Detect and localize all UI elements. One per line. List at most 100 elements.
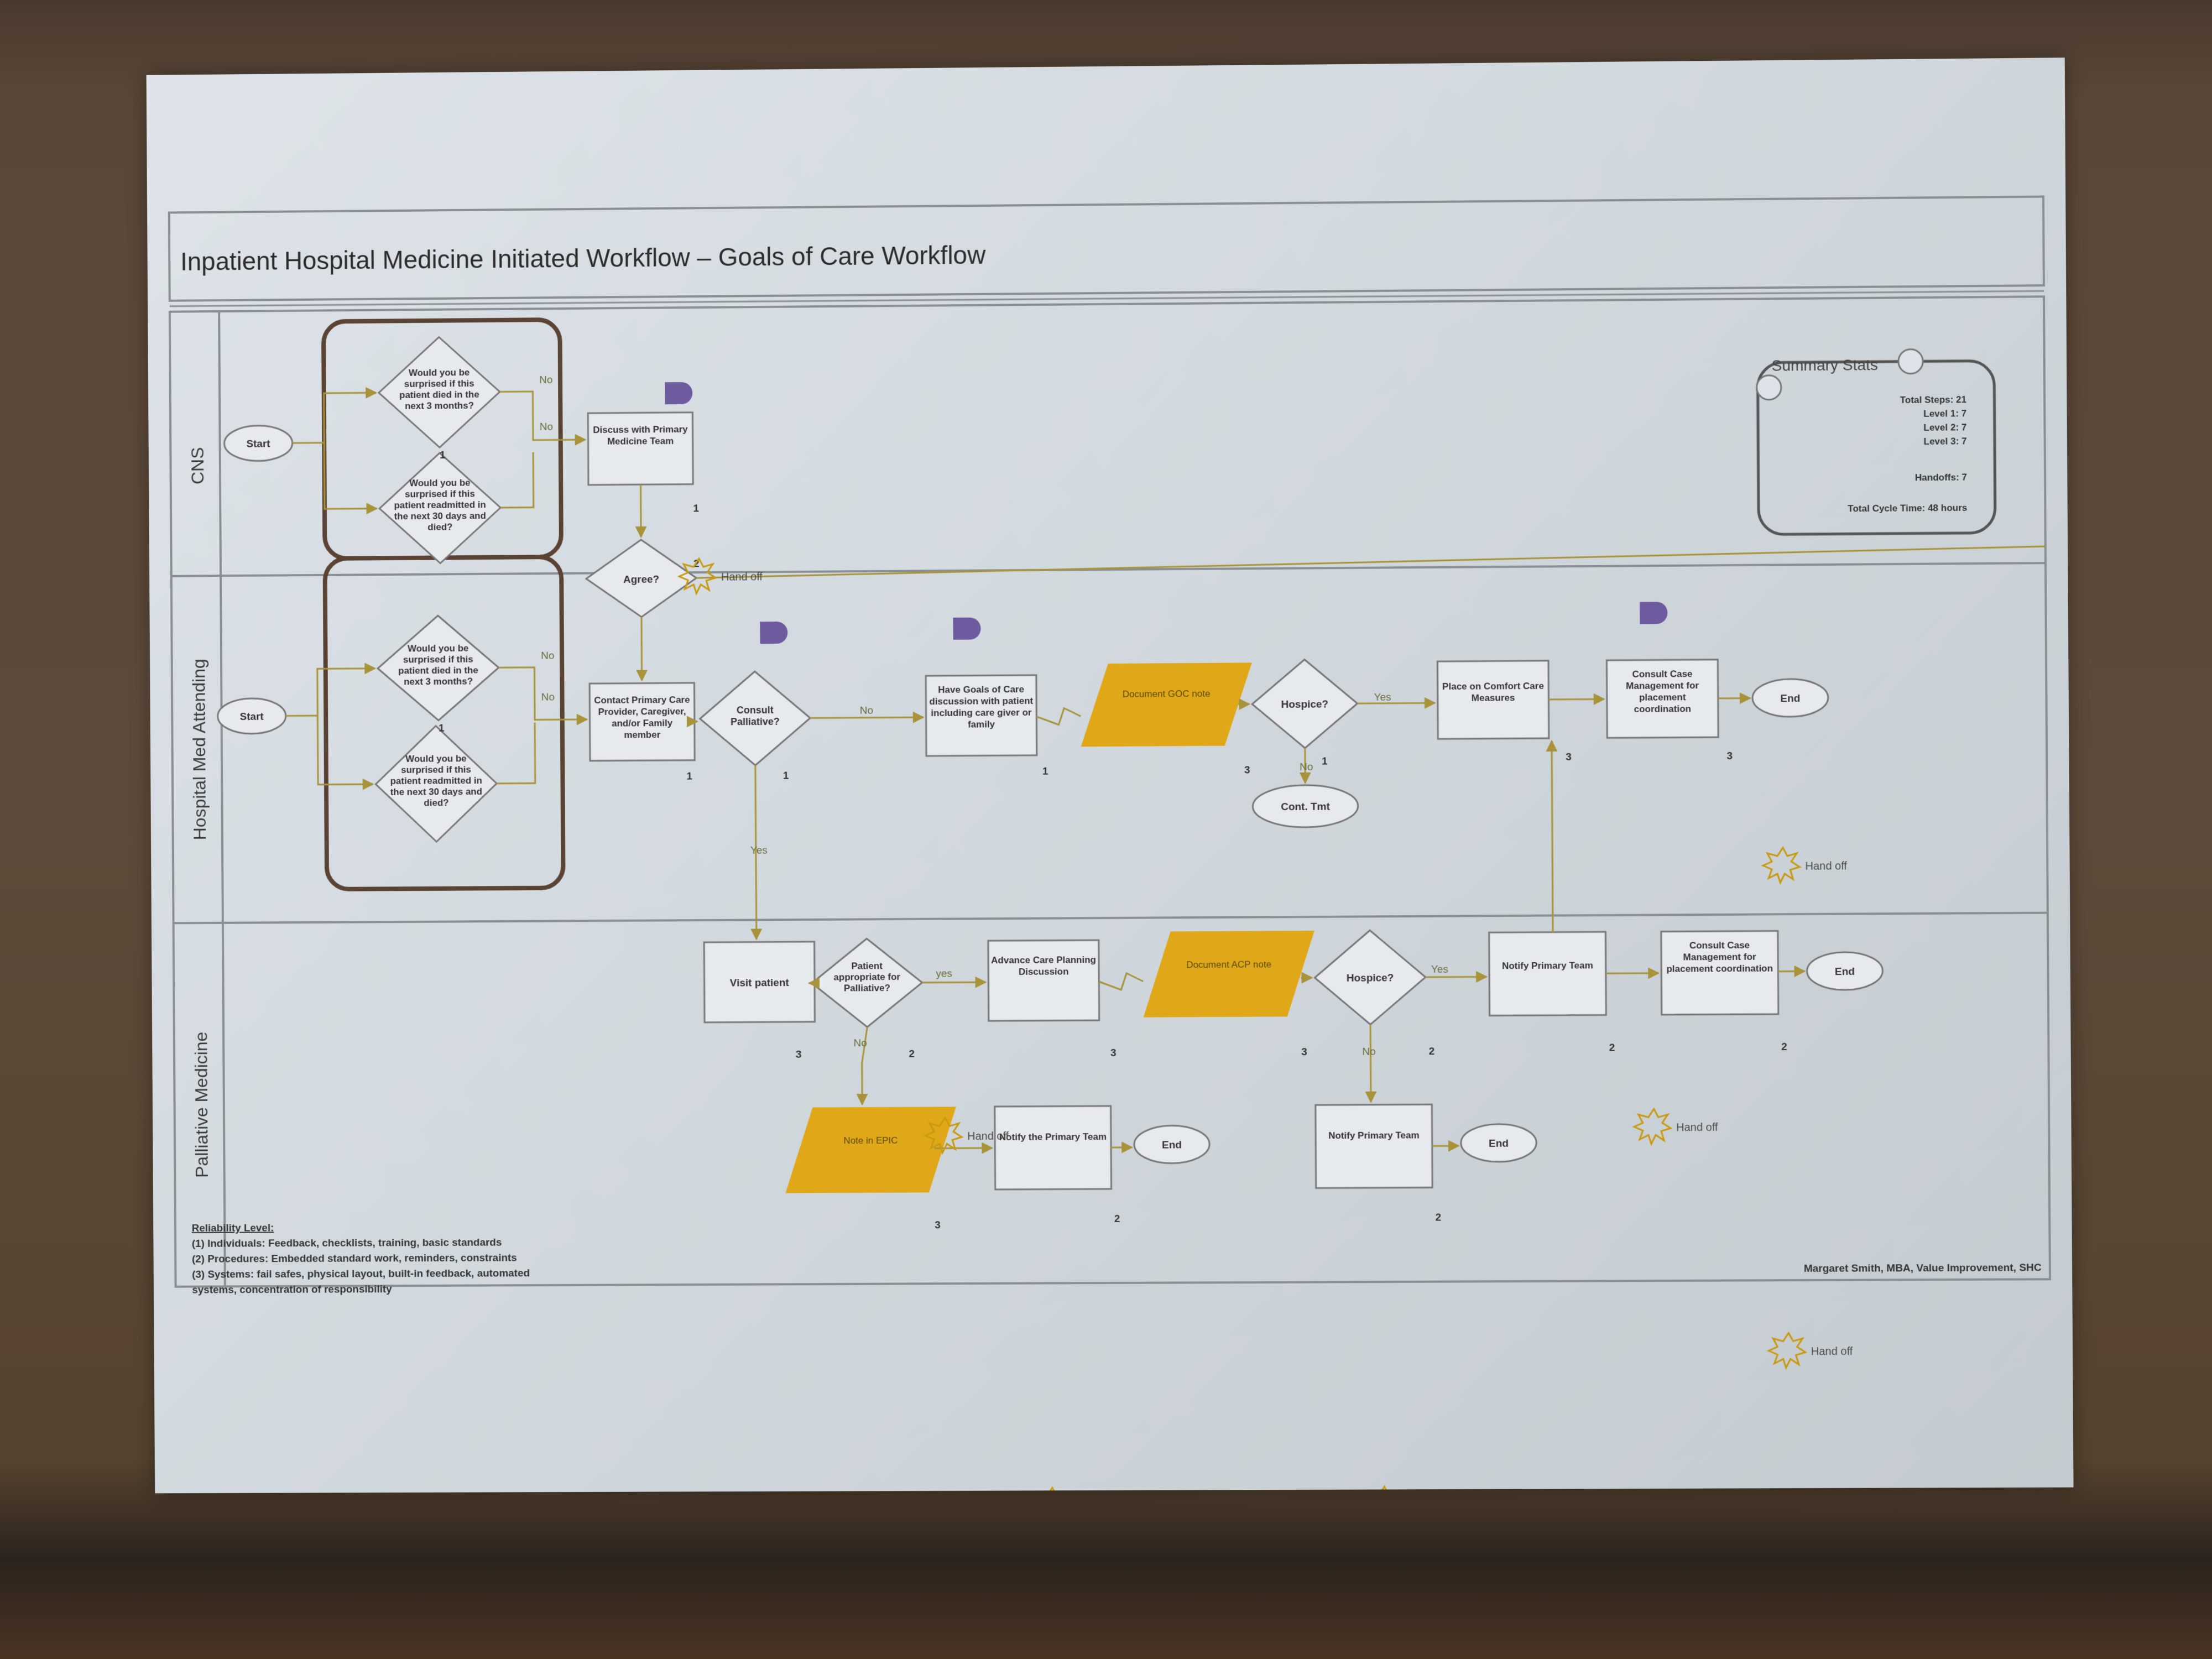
summary-level2: Level 2: 7 [1923, 422, 1966, 433]
delay-icon [953, 618, 980, 640]
step-number: 3 [1244, 764, 1250, 776]
hm-start-label: Start [240, 711, 264, 723]
author-credit: Margaret Smith, MBA, Value Improvement, … [1804, 1262, 2042, 1275]
lane-label-palliative: Palliative Medicine [191, 1032, 211, 1178]
visit-patient-label: Visit patient [730, 977, 790, 989]
step-number: 2 [1781, 1041, 1787, 1053]
hm-contact-label: Contact Primary Care Provider, Caregiver… [592, 694, 692, 741]
end-pm-1-label: End [1835, 966, 1855, 978]
label-no: No [1300, 761, 1313, 773]
handoff-icon [1763, 848, 1800, 883]
summary-cycle-time: Total Cycle Time: 48 hours [1848, 503, 1967, 514]
handoff-label: Hand off [967, 1130, 1009, 1142]
end-pm-3-label: End [1489, 1138, 1509, 1150]
document-goc-label: Document GOC note [1119, 688, 1213, 700]
diagram-title: Inpatient Hospital Medicine Initiated Wo… [180, 241, 986, 276]
notify-the-primary-label: Notify the Primary Team [998, 1131, 1108, 1143]
end-pm-2-label: End [1162, 1139, 1182, 1151]
step-number: 1 [693, 503, 699, 514]
step-number: 2 [1435, 1212, 1441, 1223]
step-number: 3 [1726, 750, 1733, 762]
label-no: No [860, 705, 873, 717]
label-no: No [539, 374, 552, 386]
appropriate-label: Patient appropriate for Palliative? [826, 961, 909, 994]
comfort-care-label: Place on Comfort Care Measures [1441, 680, 1546, 704]
hm-question-30-days-label: Would you be surprised if this patient r… [387, 753, 486, 809]
step-number: 2 [1609, 1042, 1615, 1053]
step-number: 1 [1042, 766, 1048, 778]
acp-discussion-label: Advance Care Planning Discussion [991, 954, 1096, 978]
workflow-diagram: Inpatient Hospital Medicine Initiated Wo… [147, 58, 2074, 1493]
lane-label-cns: CNS [187, 447, 207, 484]
label-yes: Yes [1374, 692, 1391, 703]
projected-slide: Inpatient Hospital Medicine Initiated Wo… [147, 58, 2074, 1493]
lane-label-hospital-med: Hospital Med Attending [189, 659, 210, 840]
label-no: No [541, 691, 555, 703]
summary-level1: Level 1: 7 [1923, 408, 1966, 419]
step-number: 1 [439, 723, 445, 734]
legend-level-2: (2) Procedures: Embedded standard work, … [192, 1252, 517, 1265]
summary-total-steps: Total Steps: 21 [1900, 394, 1967, 405]
step-number: 2 [909, 1048, 915, 1060]
document-acp-label: Document ACP note [1182, 958, 1276, 971]
summary-handoffs: Handoffs: 7 [1915, 472, 1967, 483]
notify-primary-1-label: Notify Primary Team [1492, 959, 1603, 972]
step-number: 3 [796, 1049, 802, 1061]
legend-level-3b: systems, concentration of responsibility [192, 1284, 392, 1296]
label-no: No [541, 650, 554, 662]
step-number: 2 [1114, 1213, 1120, 1225]
legend-heading: Reliability Level: [192, 1222, 274, 1234]
step-number: 3 [935, 1219, 941, 1231]
agree-label: Agree? [623, 574, 659, 586]
hospice-hm-label: Hospice? [1281, 698, 1329, 711]
cns-discuss-label: Discuss with Primary Medicine Team [591, 424, 690, 447]
handoff-marker: Hand off [1032, 1488, 1117, 1493]
handoff-label: Hand off [721, 571, 763, 583]
label-no: No [853, 1037, 867, 1049]
connectors [284, 380, 2049, 1151]
step-number: 1 [1322, 755, 1328, 767]
cns-question-3-months-label: Would you be surprised if this patient d… [390, 367, 489, 412]
summary-title: Summary Stats [1771, 356, 1878, 374]
step-number: 3 [1110, 1047, 1117, 1059]
handoff-label: Hand off [1676, 1121, 1718, 1134]
delay-icon [1640, 602, 1667, 624]
cns-question-30-days-label: Would you be surprised if this patient r… [390, 477, 490, 533]
cont-tmt-label: Cont. Tmt [1281, 801, 1330, 813]
handoff-marker: Hand off [1364, 1486, 1448, 1493]
delay-icon [760, 622, 787, 644]
consult-palliative-label: Consult Palliative? [716, 705, 794, 728]
step-number: 1 [783, 770, 789, 781]
handoff-icon [1768, 1333, 1806, 1368]
handoff-icon [1032, 1488, 1069, 1493]
handoff-marker: Hand off [1768, 1333, 1853, 1368]
consult-case-hm-label: Consult Case Management for placement co… [1610, 668, 1715, 715]
handoff-icon [1364, 1486, 1401, 1493]
summary-level3: Level 3: 7 [1924, 436, 1967, 447]
notify-primary-2-label: Notify Primary Team [1318, 1129, 1430, 1141]
label-no: No [1362, 1046, 1375, 1058]
handoff-marker: Hand off [1763, 847, 1848, 883]
delay-icon [665, 382, 692, 404]
step-number: 3 [1566, 752, 1572, 763]
consult-case-pm-label: Consult Case Management for placement co… [1664, 939, 1775, 974]
goc-discussion-label: Have Goals of Care discussion with patie… [928, 684, 1034, 731]
hospice-pm-label: Hospice? [1347, 972, 1394, 984]
step-number: 1 [440, 450, 446, 461]
step-number: 3 [1301, 1046, 1307, 1058]
cns-start-label: Start [247, 438, 271, 450]
legend-level-3a: (3) Systems: fail safes, physical layout… [192, 1267, 530, 1280]
step-number: 1 [686, 771, 692, 782]
label-yes: Yes [750, 845, 768, 857]
hm-question-3-months-label: Would you be surprised if this patient d… [389, 643, 488, 687]
handoff-icon [1634, 1109, 1671, 1144]
legend-level-1: (1) Individuals: Feedback, checklists, t… [192, 1237, 502, 1250]
label-no: No [540, 421, 553, 433]
label-yes-lower: yes [936, 968, 952, 979]
handoff-label: Hand off [1805, 860, 1847, 873]
end-hm-label: End [1780, 693, 1800, 705]
handoff-label: Hand off [1811, 1345, 1853, 1358]
step-number: 2 [1429, 1046, 1435, 1057]
label-yes: Yes [1431, 964, 1448, 975]
note-in-epic-label: Note in EPIC [824, 1135, 918, 1147]
